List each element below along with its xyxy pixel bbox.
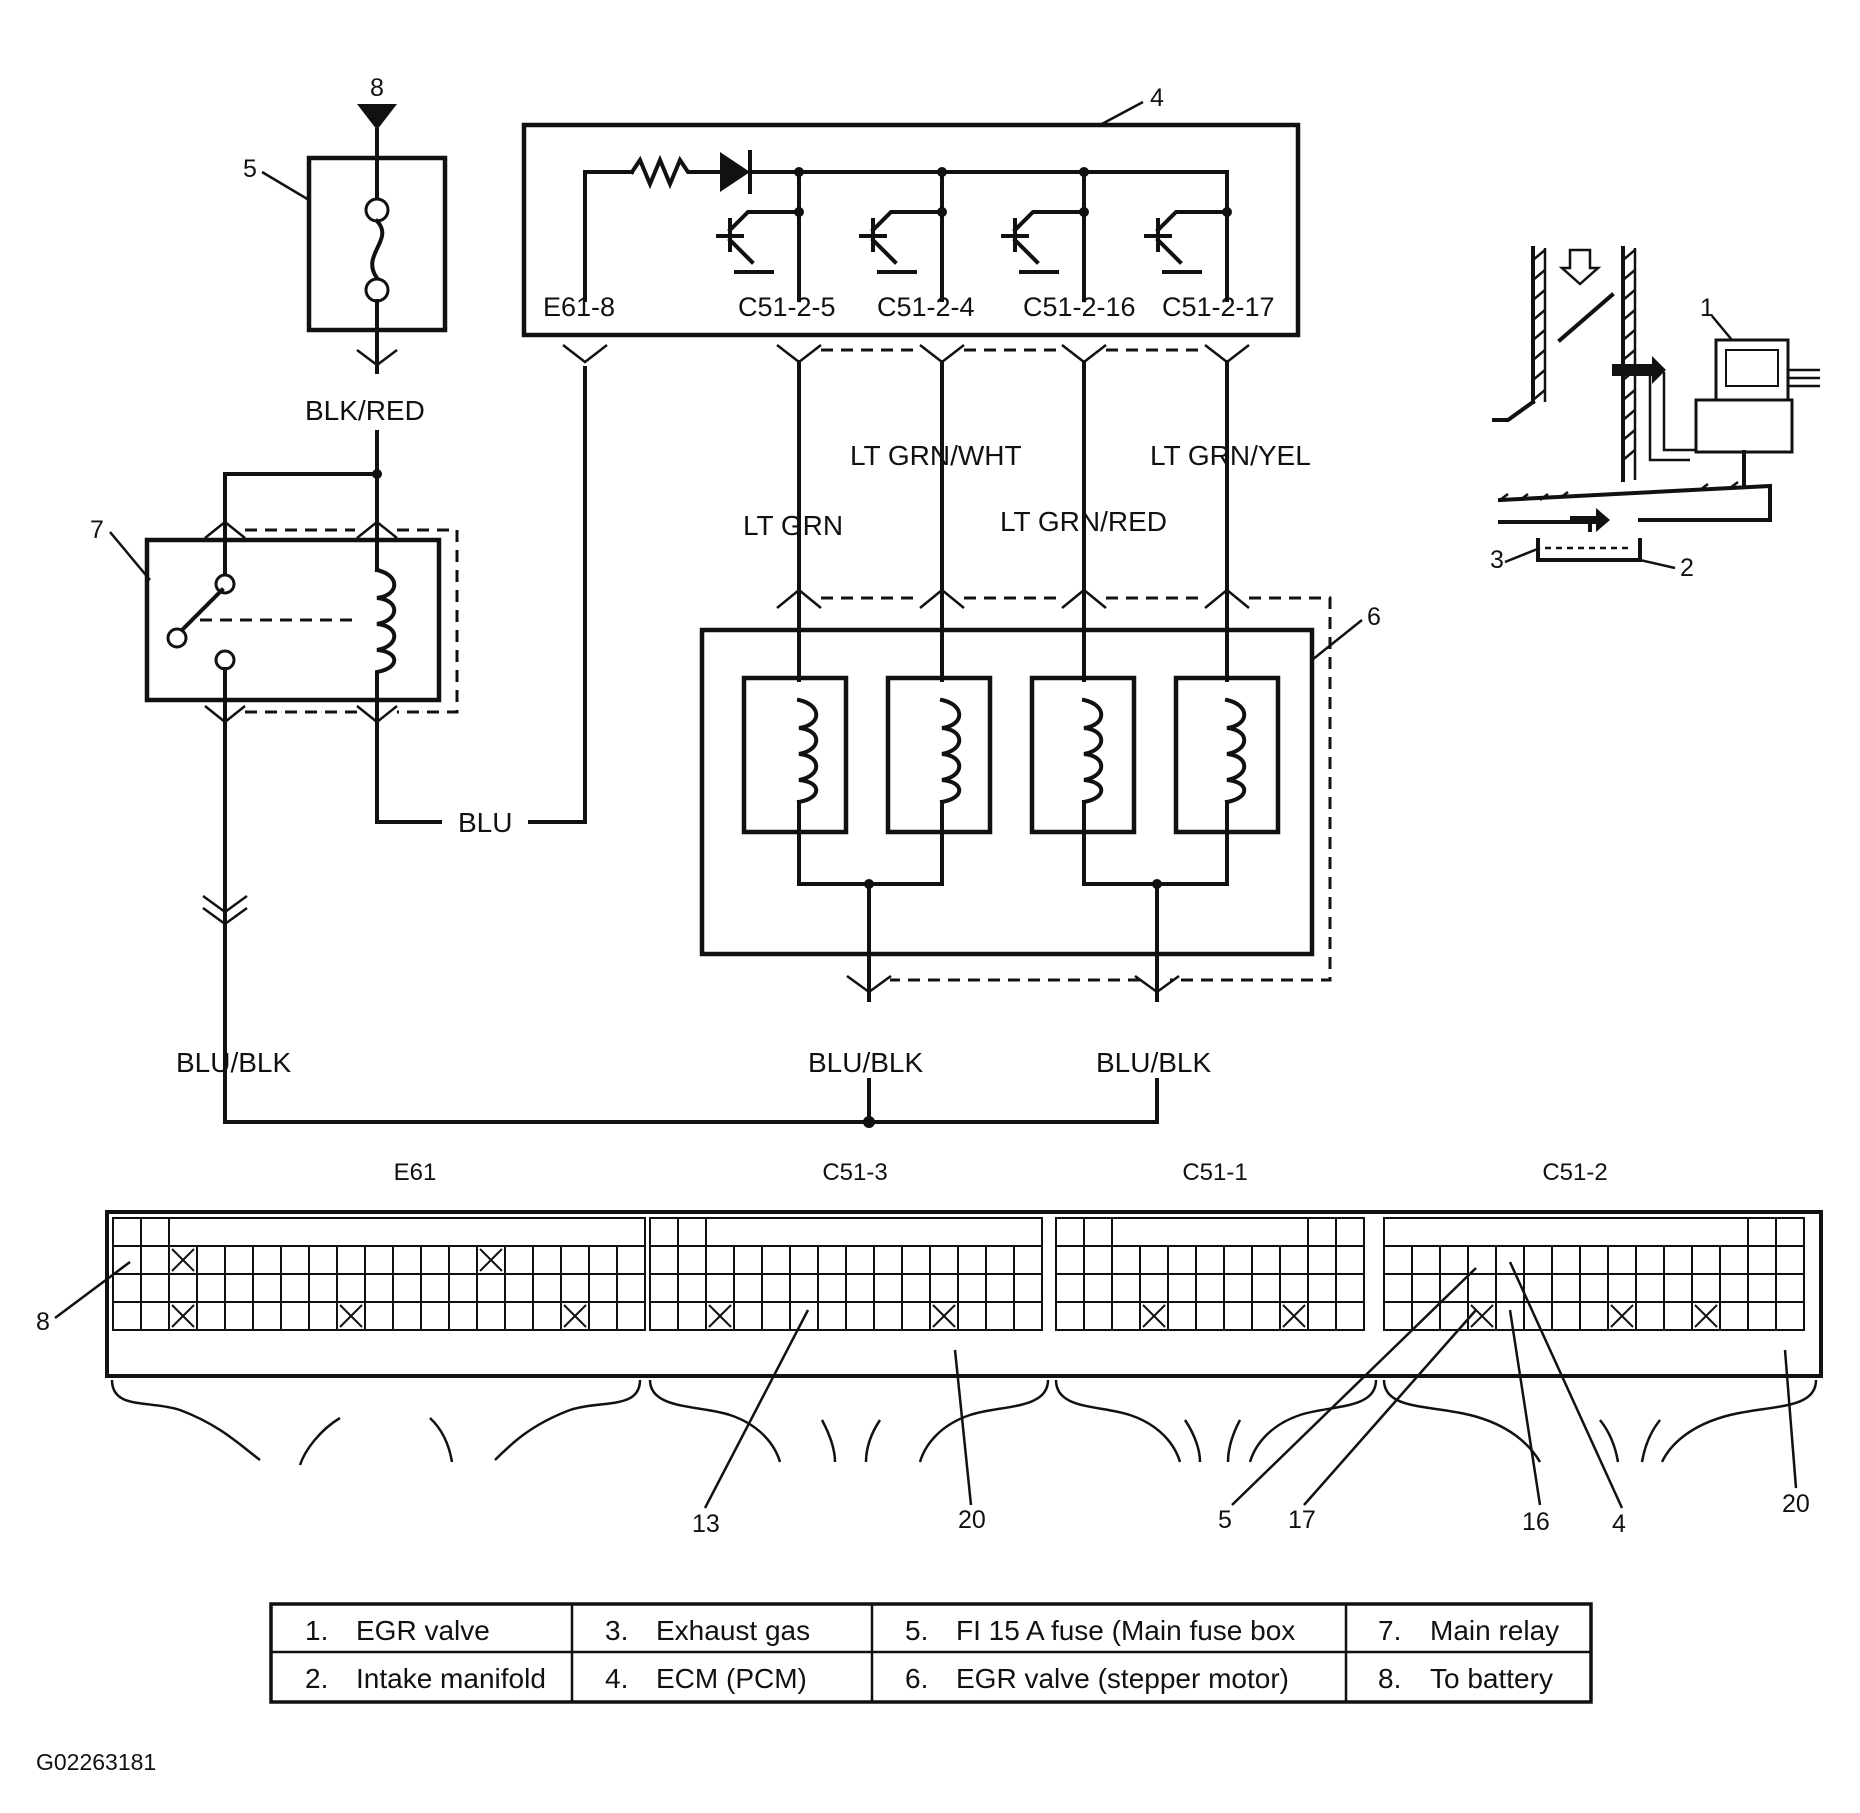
wire-label-blk-red: BLK/RED: [305, 395, 425, 426]
figure-id: G02263181: [36, 1749, 156, 1775]
legend-4-number: 4.: [605, 1663, 628, 1694]
pin-callout-4: 4: [1612, 1510, 1626, 1538]
wire-label-blu-blk-right: BLU/BLK: [1096, 1047, 1211, 1078]
connector-label-c51-3: C51-3: [822, 1159, 887, 1186]
battery-feed: 8: [357, 74, 397, 160]
battery-terminal-icon: [357, 104, 397, 130]
legend-6-label: EGR valve (stepper motor): [956, 1663, 1289, 1694]
callout-7: 7: [90, 516, 104, 544]
legend-6-number: 6.: [905, 1663, 928, 1694]
legend-1-label: EGR valve: [356, 1615, 490, 1646]
main-relay: 7: [90, 430, 459, 724]
wire-label-blu-blk-mid: BLU/BLK: [808, 1047, 923, 1078]
pin-callout-8: 8: [36, 1308, 50, 1336]
legend-3-label: Exhaust gas: [656, 1615, 810, 1646]
ecm-pin-c51-2-4: C51-2-4: [877, 292, 975, 322]
pin-callout-16: 16: [1522, 1508, 1550, 1536]
ecm-pin-c51-2-5: C51-2-5: [738, 292, 836, 322]
legend-8-number: 8.: [1378, 1663, 1401, 1694]
legend-table: 1. EGR valve 3. Exhaust gas 5. FI 15 A f…: [269, 1602, 1593, 1704]
legend-2-label: Intake manifold: [356, 1663, 546, 1694]
legend-8-label: To battery: [1430, 1663, 1553, 1694]
egr-stepper-motor: 6: [699, 588, 1381, 1002]
legend-1-number: 1.: [305, 1615, 328, 1646]
transistor-1: [716, 170, 804, 302]
callout-5: 5: [243, 155, 257, 183]
wire-label-lt-grn-yel: LT GRN/YEL: [1150, 440, 1311, 471]
transistor-4: [1144, 170, 1232, 302]
callout-3: 3: [1490, 546, 1504, 574]
connector-label-c51-1: C51-1: [1182, 1159, 1247, 1186]
callout-6: 6: [1367, 603, 1381, 631]
legend-4-label: ECM (PCM): [656, 1663, 807, 1694]
fuse-fi15a: 5: [243, 155, 448, 374]
connector-label-c51-2: C51-2: [1542, 1159, 1607, 1186]
ecm-pin-c51-2-16: C51-2-16: [1023, 292, 1136, 322]
wire-label-blu: BLU: [458, 807, 512, 838]
pin-callout-5: 5: [1218, 1506, 1232, 1534]
legend-3-number: 3.: [605, 1615, 628, 1646]
ecm-pin-c51-2-17: C51-2-17: [1162, 292, 1275, 322]
callout-2: 2: [1680, 554, 1694, 582]
pin-callout-20-c51-2: 20: [1782, 1490, 1810, 1518]
wire-label-lt-grn-wht: LT GRN/WHT: [850, 440, 1022, 471]
pin-callout-13: 13: [692, 1510, 720, 1538]
connector-pin-grid: [112, 1217, 1805, 1331]
egr-valve-location-illustration: 1 2 3: [1490, 246, 1820, 582]
legend-2-number: 2.: [305, 1663, 328, 1694]
legend-7-number: 7.: [1378, 1615, 1401, 1646]
transistor-3: [1001, 170, 1089, 302]
ecm-pin-e61-8: E61-8: [543, 292, 615, 322]
transistor-2: [859, 170, 947, 302]
wire-label-blu-blk-left: BLU/BLK: [176, 1047, 291, 1078]
pin-callout-20-c51-3: 20: [958, 1506, 986, 1534]
legend-7-label: Main relay: [1430, 1615, 1559, 1646]
pin-callout-17: 17: [1288, 1506, 1316, 1534]
callout-4: 4: [1150, 84, 1164, 112]
wire-label-lt-grn-red: LT GRN/RED: [1000, 506, 1167, 537]
legend-5-label: FI 15 A fuse (Main fuse box: [956, 1615, 1295, 1646]
callout-8-top: 8: [370, 74, 384, 102]
callout-1: 1: [1700, 294, 1714, 322]
wire-label-lt-grn: LT GRN: [743, 510, 843, 541]
legend-5-number: 5.: [905, 1615, 928, 1646]
connector-label-e61: E61: [394, 1159, 437, 1186]
ecm-pcm: 4: [521, 84, 1301, 338]
ecm-connector-block: E61 C51-3 C51-1 C51-2 8 13 20 5 17 16: [36, 1159, 1823, 1538]
